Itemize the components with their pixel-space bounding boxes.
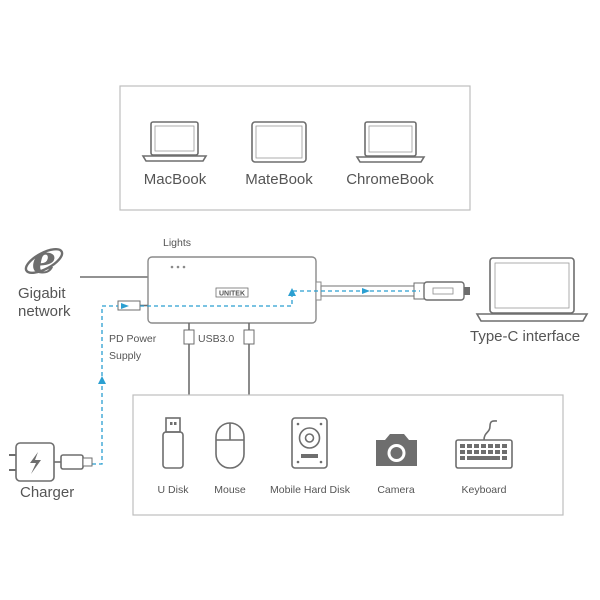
- hub-light-2: [176, 265, 180, 269]
- chromebook-icon: [355, 121, 426, 163]
- network-label-line2: network: [18, 303, 71, 320]
- matebook-icon: [251, 121, 307, 163]
- peripherals-panel: U Disk Mouse Mobile Hard Disk Camera: [132, 394, 564, 516]
- hub-light-1: [170, 265, 174, 269]
- compatible-computers-panel: MacBook MateBook ChromeBook: [119, 85, 471, 211]
- camera-label: Camera: [377, 484, 415, 496]
- power-flow-path: [92, 288, 420, 465]
- internet-explorer-icon: e: [24, 237, 64, 282]
- mouse-label: Mouse: [214, 484, 246, 496]
- host-label: Type-C interface: [470, 328, 580, 345]
- macbook-label: MacBook: [144, 171, 207, 188]
- hard-disk-label: Mobile Hard Disk: [270, 484, 351, 496]
- computers-box: [119, 85, 471, 211]
- flow-arrow-right-2: [362, 288, 370, 294]
- matebook-label: MateBook: [245, 171, 313, 188]
- flow-arrow-up-2: [288, 288, 296, 296]
- pd-label-line1: PD Power: [109, 333, 157, 345]
- macbook-icon: [141, 121, 208, 162]
- usb-port-right: [243, 323, 255, 395]
- chromebook-label: ChromeBook: [346, 171, 434, 188]
- network-label-line1: Gigabit: [18, 285, 66, 302]
- host-laptop-icon: [475, 257, 589, 322]
- usb-label: USB3.0: [198, 333, 234, 345]
- charger-label: Charger: [20, 484, 74, 501]
- mouse-icon: [215, 422, 245, 469]
- usb-c-hub: UNITEK: [147, 256, 322, 324]
- camera-icon: [376, 434, 417, 466]
- keyboard-label: Keyboard: [462, 484, 507, 496]
- brand-badge: [215, 287, 249, 298]
- hub-brand: UNITEK: [219, 291, 245, 298]
- pd-label-line2: Supply: [109, 350, 142, 362]
- hard-disk-icon: [291, 417, 328, 469]
- lights-label: Lights: [163, 237, 191, 249]
- udisk-label: U Disk: [158, 484, 190, 496]
- flow-arrow-up: [98, 376, 106, 384]
- flow-arrow-right-1: [121, 303, 129, 309]
- type-c-plug: [423, 281, 465, 301]
- hub-light-3: [182, 265, 186, 269]
- usb-port-left: [183, 323, 195, 395]
- svg-text:e: e: [32, 237, 56, 282]
- usb-drive-icon: [162, 417, 184, 469]
- keyboard-icon: [455, 420, 513, 469]
- peripherals-box: [132, 394, 564, 516]
- charger-icon: [9, 442, 93, 482]
